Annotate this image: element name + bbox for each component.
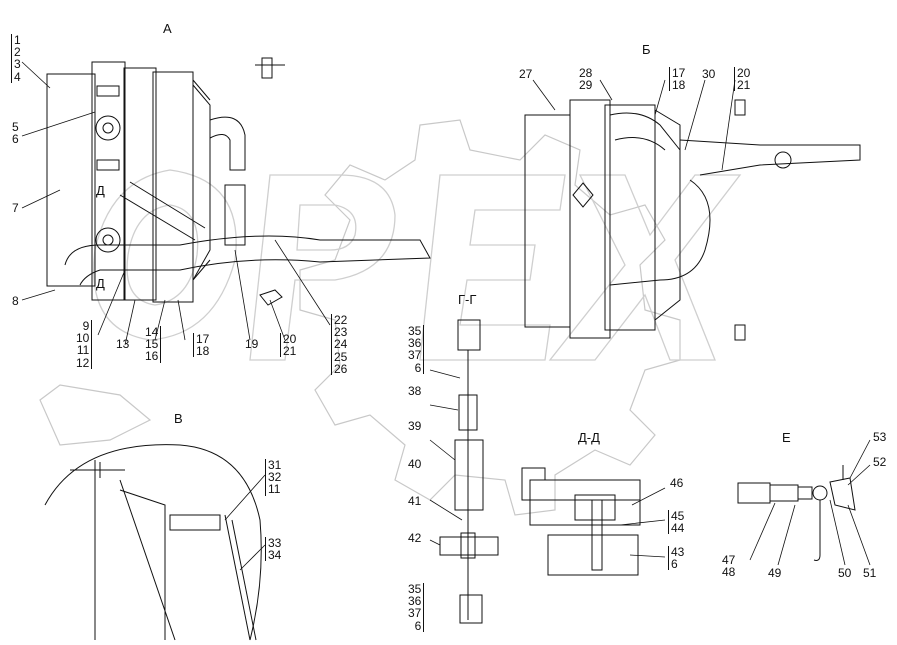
- section-marker-d-2: Д: [96, 276, 105, 291]
- callout-number: 20: [283, 332, 297, 346]
- callout-number: 17: [672, 66, 686, 80]
- callout-19: 19: [245, 337, 259, 351]
- callout-group-31-11: 31 32 11: [265, 459, 281, 496]
- callout-number: 34: [268, 548, 282, 563]
- callout-number: 37: [408, 606, 422, 621]
- view-b-assembly: [524, 99, 861, 341]
- section-label-d-d: Д-Д: [578, 430, 600, 445]
- callout-number: 36: [408, 594, 422, 609]
- callout-number: 6: [671, 557, 678, 572]
- callout-40: 40: [408, 457, 422, 471]
- callout-number: 15: [145, 337, 159, 352]
- callout-number: 6: [12, 132, 19, 147]
- callout-number: 26: [334, 361, 348, 376]
- callout-number: 3: [14, 57, 21, 72]
- callout-number: 18: [196, 344, 210, 359]
- callout-49: 49: [768, 566, 782, 580]
- callout-38: 38: [408, 384, 422, 398]
- callout-53: 53: [873, 430, 887, 444]
- callout-group-35-6-b: 35 36 37 6: [408, 582, 425, 633]
- callout-number: 35: [408, 324, 422, 338]
- section-d-d: [521, 467, 641, 576]
- callout-41: 41: [408, 494, 422, 508]
- callout-number: 5: [12, 120, 19, 134]
- callout-number: 33: [268, 536, 282, 550]
- view-v-detail: [44, 444, 262, 641]
- callout-number: 31: [268, 458, 282, 472]
- callout-group-22-26: 22 23 24 25 26: [331, 314, 347, 375]
- view-label-e: Е: [782, 430, 791, 445]
- section-label-g-g: Г-Г: [458, 292, 477, 307]
- callout-51: 51: [863, 566, 877, 580]
- callout-number: 48: [722, 565, 736, 580]
- callout-27: 27: [519, 67, 533, 81]
- callout-group-14-16: 14 15 16: [145, 325, 162, 364]
- watermark-letters: [93, 169, 742, 361]
- callout-number: 45: [671, 509, 685, 523]
- callout-number: 29: [579, 78, 593, 93]
- callout-number: 25: [334, 349, 348, 364]
- callout-number: 10: [76, 331, 90, 346]
- callout-group-47-48: 47 48: [722, 553, 736, 580]
- callout-50: 50: [838, 566, 852, 580]
- callout-52: 52: [873, 455, 887, 469]
- callout-number: 24: [334, 337, 348, 352]
- callout-30: 30: [702, 67, 716, 81]
- callout-number: 32: [268, 470, 282, 485]
- callout-number: 28: [579, 66, 593, 80]
- callout-group-35-6-a: 35 36 37 6: [408, 324, 425, 375]
- view-label-v: В: [174, 411, 183, 426]
- callout-group-43-6: 43 6: [668, 546, 684, 570]
- callout-group-20-21-a: 20 21: [280, 333, 296, 357]
- callout-42: 42: [408, 531, 422, 545]
- callout-number: 18: [672, 78, 686, 93]
- callout-number: 6: [414, 618, 422, 633]
- section-g-g: [439, 319, 499, 624]
- callout-number: 6: [414, 360, 422, 375]
- callout-number: 2: [14, 45, 21, 60]
- callout-group-33-34: 33 34: [265, 537, 281, 561]
- callout-number: 14: [145, 325, 159, 339]
- callout-group-45-44: 45 44: [668, 510, 684, 534]
- callout-group-1-4: 1 2 3 4: [11, 34, 21, 83]
- view-e-detail: [737, 465, 856, 561]
- callout-number: 21: [737, 78, 751, 93]
- callout-13: 13: [116, 337, 130, 351]
- callout-39: 39: [408, 419, 422, 433]
- callout-number: 35: [408, 582, 422, 596]
- callout-number: 44: [671, 521, 685, 536]
- view-label-b: Б: [642, 42, 651, 57]
- callout-46: 46: [670, 476, 684, 490]
- callout-number: 11: [268, 482, 281, 497]
- callout-number: 1: [14, 33, 21, 47]
- view-a-assembly: [46, 57, 431, 306]
- callout-number: 17: [196, 332, 210, 346]
- callout-group-17-18-a: 17 18: [193, 333, 209, 357]
- callout-number: 9: [82, 319, 90, 333]
- callout-number: 11: [76, 343, 90, 358]
- callout-number: 20: [737, 66, 751, 80]
- callout-number: 4: [14, 69, 21, 84]
- callout-7: 7: [12, 201, 19, 215]
- callout-group-20-21-b: 20 21: [734, 67, 750, 91]
- view-label-a: А: [163, 21, 172, 36]
- callout-number: 16: [145, 349, 159, 364]
- callout-number: 36: [408, 336, 422, 351]
- callout-number: 37: [408, 348, 422, 363]
- callout-number: 22: [334, 313, 348, 327]
- callout-number: 43: [671, 545, 685, 559]
- callout-group-17-18-b: 17 18: [669, 67, 685, 91]
- watermark-gear: [39, 119, 681, 516]
- callout-group-28-29: 28 29: [579, 66, 593, 93]
- callout-number: 23: [334, 325, 348, 340]
- callout-group-9-12: 9 10 11 12: [76, 319, 93, 370]
- callout-number: 21: [283, 344, 297, 359]
- callout-8: 8: [12, 294, 19, 308]
- callout-number: 47: [722, 553, 736, 567]
- section-marker-d-1: Д: [96, 183, 105, 198]
- leader-lines: [21, 61, 871, 571]
- callout-group-5-6: 5 6: [12, 120, 19, 147]
- callout-number: 12: [76, 355, 90, 370]
